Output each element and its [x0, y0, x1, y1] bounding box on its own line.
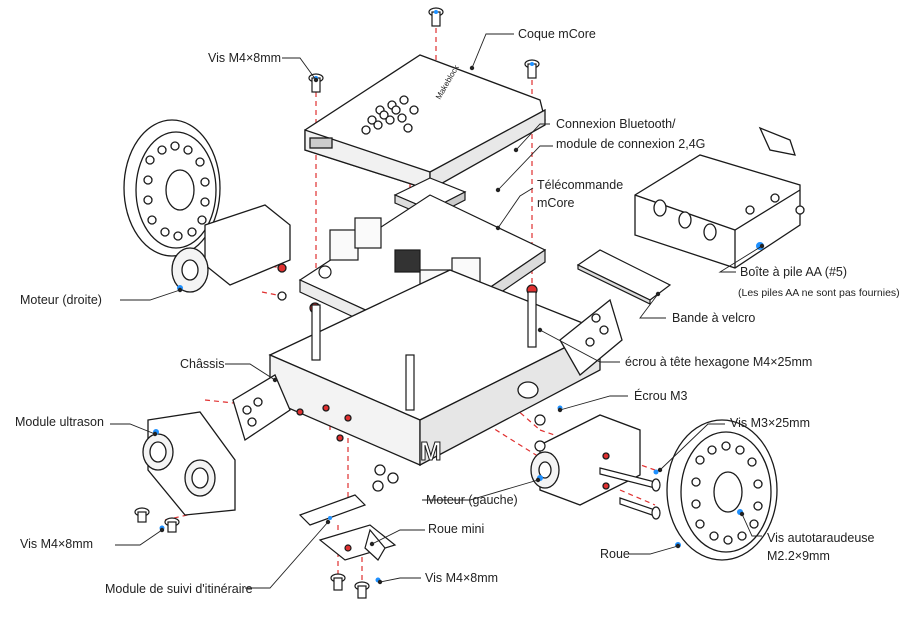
label-moteur-droite: Moteur (droite) [20, 293, 102, 307]
label-boite-pile: Boîte à pile AA (#5) [740, 265, 848, 279]
standoffs [311, 291, 537, 411]
m3-nuts [534, 405, 563, 452]
mcore-shell: Makeblock [304, 54, 546, 192]
label-vis-m4x8-top: Vis M4×8mm [208, 51, 282, 65]
wheel-right [123, 119, 221, 257]
motor-left [530, 414, 641, 506]
label-vis-m4x8-bottom: Vis M4×8mm [425, 571, 499, 585]
label-vis-auto-line2: M2.2×9mm [767, 549, 830, 563]
screw-m4x8-top-left [308, 73, 324, 93]
label-bluetooth-line1: Connexion Bluetooth/ [556, 117, 676, 131]
label-roue-mini: Roue mini [428, 522, 485, 536]
label-module-ultrason: Module ultrason [15, 415, 104, 429]
svg-text:M: M [420, 436, 442, 466]
label-bluetooth-line2: module de connexion 2,4G [556, 137, 706, 151]
mini-wheel [318, 524, 397, 561]
screw-m4x8-left [134, 507, 180, 533]
screws-m3x25 [599, 467, 661, 520]
screw-m4x8-top-right [524, 59, 540, 79]
label-piles-note: (Les piles AA ne sont pas fournies) [738, 287, 900, 299]
chassis: M [232, 269, 623, 492]
ultrasonic-module [142, 411, 236, 516]
line-follower-module [298, 494, 367, 526]
label-ecrou-m3: Écrou M3 [634, 389, 688, 403]
label-roue: Roue [600, 547, 630, 561]
leader-lines [110, 33, 763, 589]
velcro-strip [576, 249, 672, 305]
label-ecrou-hexagone: écrou à tête hexagone M4×25mm [625, 355, 813, 369]
screw-top [428, 7, 444, 27]
wheel-left [666, 419, 778, 561]
label-coque-mcore: Coque mCore [518, 27, 596, 41]
label-moteur-gauche: Moteur (gauche) [426, 493, 518, 507]
leader-dots [152, 65, 765, 585]
motor-right [171, 204, 291, 301]
label-vis-auto-line1: Vis autotaraudeuse [767, 531, 875, 545]
label-telecommande-line1: Télécommande [537, 178, 624, 192]
label-vis-m4x8-left: Vis M4×8mm [20, 537, 94, 551]
label-module-suivi: Module de suivi d'itinéraire [105, 582, 253, 596]
label-telecommande-line2: mCore [537, 196, 575, 210]
battery-box [634, 126, 805, 269]
label-vis-m3x25: Vis M3×25mm [730, 416, 811, 430]
label-bande-velcro: Bande à velcro [672, 311, 756, 325]
label-chassis: Châssis [180, 357, 225, 371]
screw-m4x8-bottom [330, 573, 381, 599]
